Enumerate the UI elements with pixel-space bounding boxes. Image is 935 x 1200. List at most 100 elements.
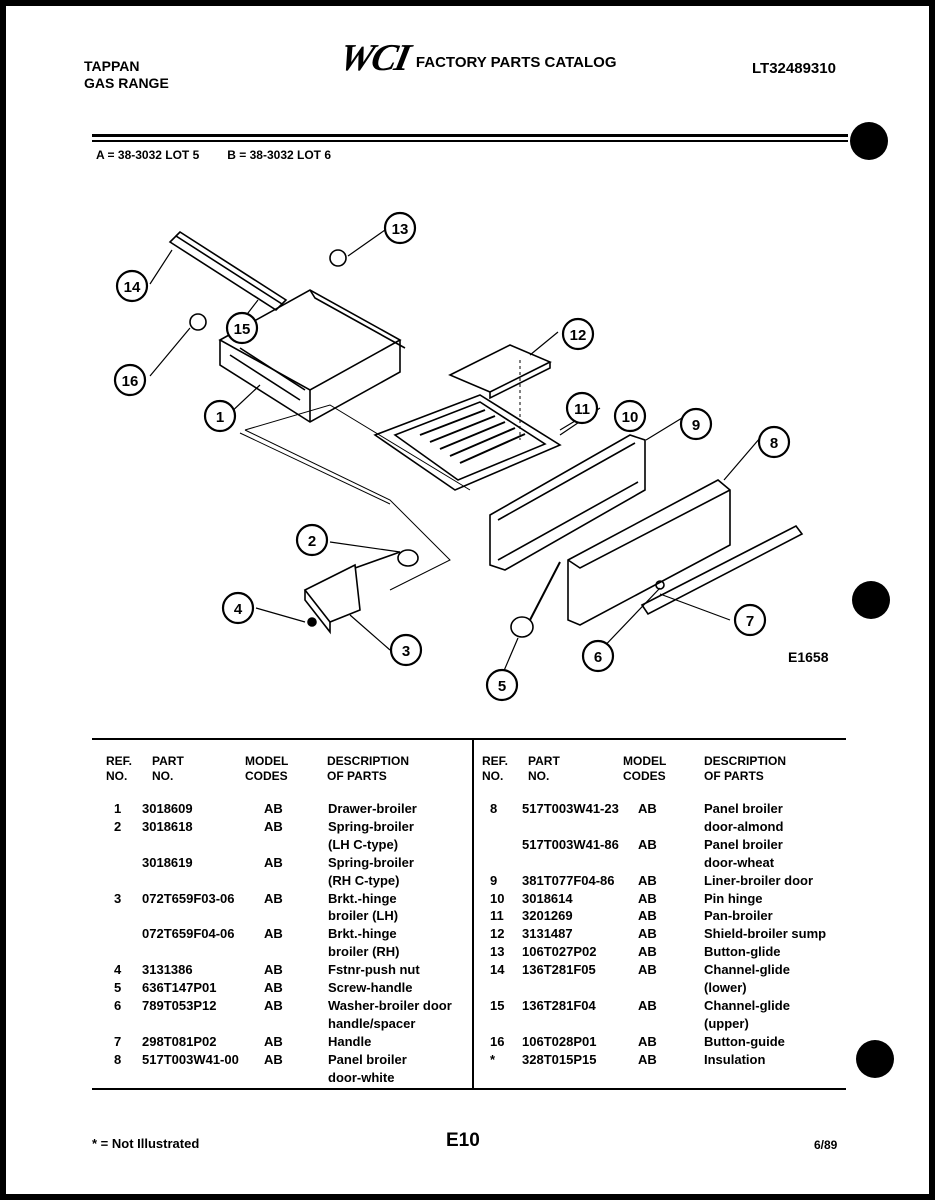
table-cell-part: 3131386 <box>142 962 193 978</box>
table-cell-part: 136T281F05 <box>522 962 596 978</box>
svg-text:1: 1 <box>216 409 224 426</box>
table-cell-part: 3018614 <box>522 890 573 906</box>
svg-text:5: 5 <box>498 678 506 695</box>
table-cell-ref: 2 <box>114 818 122 834</box>
callout-5: 5 <box>485 668 519 702</box>
callout-12: 12 <box>561 317 595 351</box>
table-cell-desc: Panel broiler <box>704 836 783 852</box>
table-cell-desc: Brkt.-hinge <box>328 926 397 942</box>
table-cell-desc: broiler (LH) <box>328 908 399 924</box>
table-cell-part: 298T081P02 <box>142 1033 217 1049</box>
table-cell-codes: AB <box>264 854 283 870</box>
table-cell-ref: 12 <box>490 926 505 942</box>
door-liner-part <box>489 434 646 571</box>
not-illustrated-note: * = Not Illustrated <box>92 1136 200 1151</box>
header-ref-right: REF.NO. <box>482 754 509 783</box>
table-cell-codes: AB <box>638 944 657 960</box>
table-cell-codes: AB <box>638 872 657 888</box>
table-cell-codes: AB <box>264 801 283 816</box>
table-cell-desc: Button-glide <box>704 944 781 960</box>
table-cell-codes: AB <box>638 997 657 1013</box>
table-cell-codes: AB <box>638 962 657 978</box>
table-cell-codes: AB <box>264 997 283 1013</box>
table-cell-codes: AB <box>264 980 283 995</box>
hinge-bracket-part <box>303 563 361 623</box>
lot-a: A = 38-3032 LOT 5 <box>96 148 200 162</box>
svg-text:9: 9 <box>692 417 700 434</box>
figure-code: E1658 <box>788 649 829 665</box>
svg-text:4: 4 <box>234 601 243 618</box>
table-cell-desc: Channel-glide <box>704 997 790 1013</box>
table-cell-desc: handle/spacer <box>328 1015 416 1031</box>
table-cell-ref: 8 <box>490 801 498 816</box>
callout-7: 7 <box>733 603 767 637</box>
lot-b: B = 38-3032 LOT 6 <box>227 148 331 162</box>
table-cell-desc: Channel-glide <box>704 962 790 978</box>
catalog-title-block: WCI FACTORY PARTS CATALOG <box>335 37 617 79</box>
table-cell-part: 106T028P01 <box>522 1033 597 1049</box>
callout-13: 13 <box>383 211 417 245</box>
table-cell-ref: 7 <box>114 1033 122 1049</box>
table-cell-desc: Liner-broiler door <box>704 872 814 888</box>
exploded-parts-diagram: 13 14 15 16 1 12 11 10 9 8 2 4 3 5 6 7 E… <box>113 211 829 702</box>
svg-text:11: 11 <box>574 401 590 418</box>
handle-part <box>640 524 804 616</box>
table-cell-part: 328T015P15 <box>522 1051 597 1067</box>
table-cell-desc: Panel broiler <box>328 1051 407 1067</box>
svg-text:15: 15 <box>234 321 251 338</box>
binder-hole-middle <box>852 581 890 619</box>
product-type: GAS RANGE <box>84 75 169 91</box>
table-cell-codes: AB <box>638 926 657 942</box>
broiler-pan-part <box>373 394 562 491</box>
table-cell-part: 517T003W41-86 <box>522 836 619 852</box>
table-cell-part: 517T003W41-00 <box>142 1051 239 1067</box>
table-cell-part: 106T027P02 <box>522 944 597 960</box>
table-cell-part: 072T659F04-06 <box>142 926 235 942</box>
table-cell-part: 072T659F03-06 <box>142 890 235 906</box>
channel-glide-part <box>168 234 284 312</box>
table-cell-codes: AB <box>638 890 657 906</box>
table-cell-desc: Pin hinge <box>704 890 763 906</box>
callout-8: 8 <box>757 425 791 459</box>
callout-14: 14 <box>115 269 149 303</box>
table-cell-desc: Drawer-broiler <box>328 801 417 816</box>
table-cell-ref: 9 <box>490 872 498 888</box>
callout-6: 6 <box>581 639 615 673</box>
table-cell-ref: * <box>490 1051 496 1067</box>
table-cell-codes: AB <box>264 818 283 834</box>
table-cell-ref: 4 <box>114 962 122 978</box>
table-cell-codes: AB <box>264 1033 283 1049</box>
table-cell-ref: 3 <box>114 890 122 906</box>
page-number: E10 <box>446 1130 480 1151</box>
table-cell-desc: Brkt.-hinge <box>328 890 397 906</box>
table-cell-codes: AB <box>638 801 657 816</box>
table-cell-part: 3201269 <box>522 908 573 924</box>
callout-9: 9 <box>679 407 713 441</box>
table-cell-codes: AB <box>264 890 283 906</box>
table-cell-ref: 13 <box>490 944 505 960</box>
header-rule-bottom <box>92 140 848 142</box>
wci-logo: WCI <box>335 37 413 79</box>
table-cell-desc: Panel broiler <box>704 801 783 816</box>
catalog-title: FACTORY PARTS CATALOG <box>415 54 617 71</box>
svg-text:2: 2 <box>308 533 316 550</box>
table-cell-ref: 14 <box>490 962 505 978</box>
table-cell-part: 517T003W41-23 <box>522 801 619 816</box>
header-ref: REF.NO. <box>106 754 133 783</box>
table-cell-desc: Pan-broiler <box>704 908 773 924</box>
svg-text:10: 10 <box>622 409 639 426</box>
table-cell-ref: 1 <box>114 801 122 816</box>
callout-3: 3 <box>389 633 423 667</box>
svg-text:7: 7 <box>746 613 754 630</box>
callout-1: 1 <box>203 399 237 433</box>
header-rule-top <box>92 134 848 137</box>
table-cell-part: 636T147P01 <box>142 980 217 995</box>
table-cell-desc: door-almond <box>704 818 784 834</box>
brand-name: TAPPAN <box>84 58 140 74</box>
table-cell-part: 3018618 <box>142 818 193 834</box>
table-cell-ref: 11 <box>490 908 504 924</box>
